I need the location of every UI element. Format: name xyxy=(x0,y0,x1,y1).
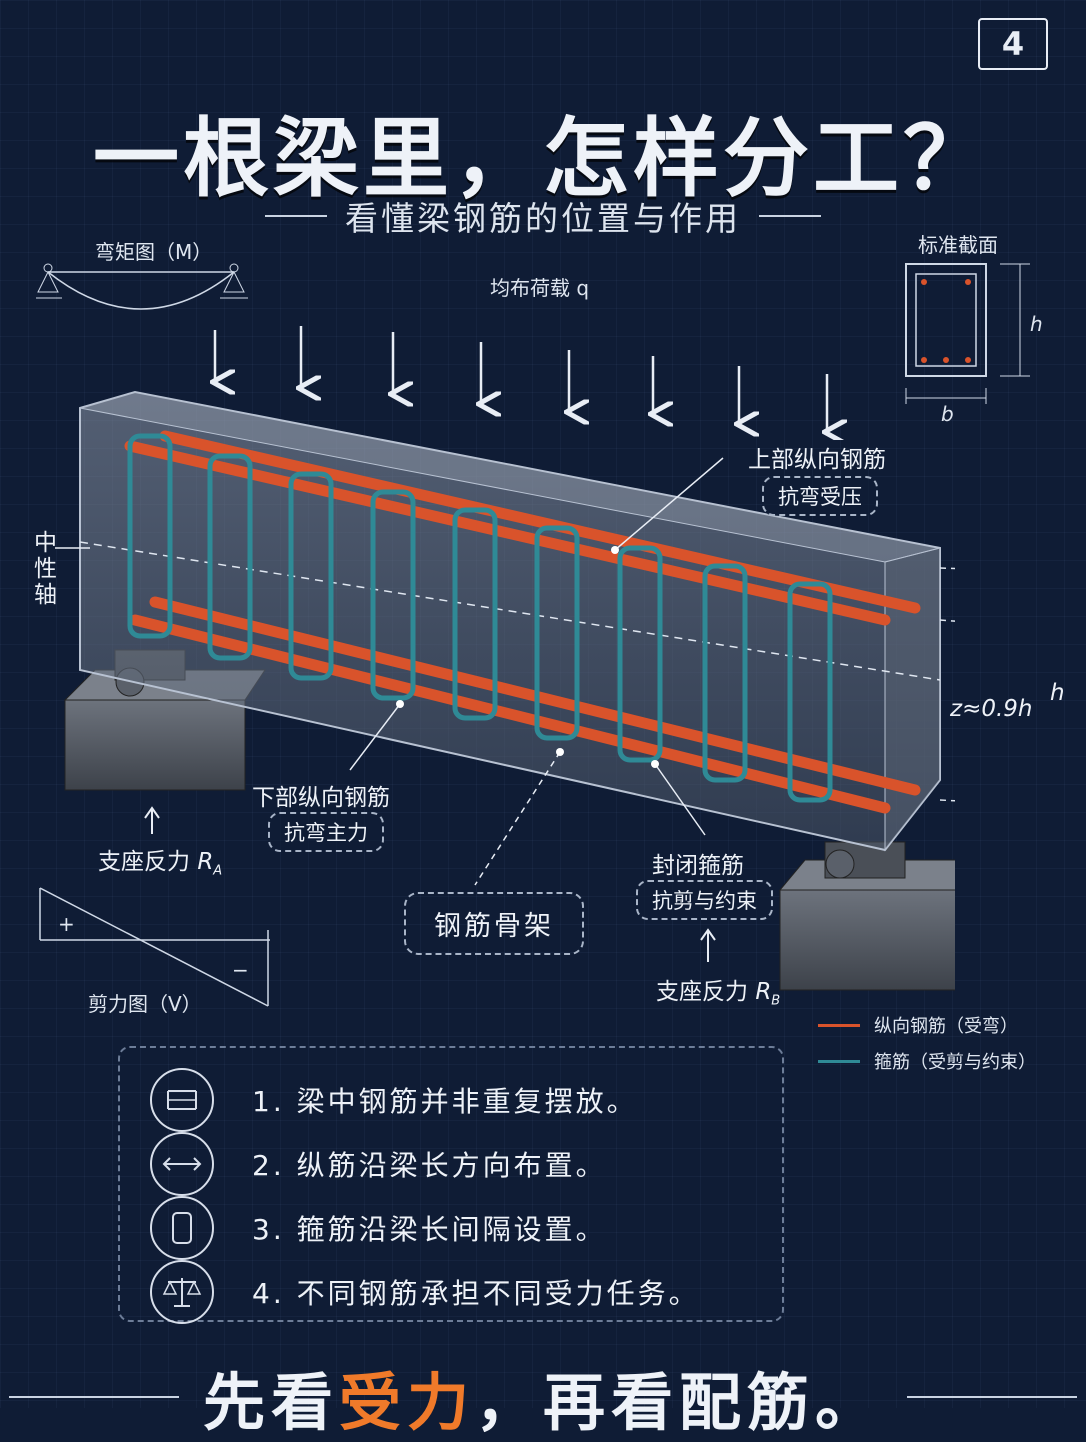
support-a-arrow xyxy=(144,806,160,834)
stirrup-tag: 抗剪与约束 xyxy=(636,880,773,920)
support-b-reaction-label: 支座反力 RB xyxy=(656,972,780,1009)
moment-diagram-label: 弯矩图（M） xyxy=(95,240,213,264)
section-title: 标准截面 xyxy=(918,233,998,257)
rebar-cage-tag: 钢筋骨架 xyxy=(404,892,584,955)
support-a-reaction-label: 支座反力 RA xyxy=(98,842,222,879)
legend-item-stirrup: 箍筋（受剪与约束） xyxy=(818,1048,1036,1074)
footer-part-1: 先看 xyxy=(202,1366,339,1439)
legend: 纵向钢筋（受弯） 箍筋（受剪与约束） xyxy=(818,1012,1036,1074)
legend-label-stirrup: 箍筋（受剪与约束） xyxy=(874,1052,1036,1073)
support-a-symbol: R xyxy=(197,849,214,875)
note-text-2: 2. 纵筋沿梁长方向布置。 xyxy=(252,1149,607,1182)
footer-left-rule xyxy=(8,1396,179,1398)
top-bar-label: 上部纵向钢筋 xyxy=(748,447,886,473)
support-b-subscript: B xyxy=(771,993,781,1009)
beam-height-label: h xyxy=(1050,680,1065,706)
legend-swatch-stirrup xyxy=(818,1059,860,1063)
footer-slogan-row: 先看受力，再看配筋。 xyxy=(0,1352,1086,1442)
neutral-axis-char-3: 轴 xyxy=(34,582,57,608)
top-bar-tag: 抗弯受压 xyxy=(762,476,878,516)
support-a-text: 支座反力 xyxy=(98,849,190,875)
page-title: 一根梁里，怎样分工？ xyxy=(93,109,993,209)
closed-stirrups xyxy=(127,433,833,803)
footer-right-rule xyxy=(907,1396,1078,1398)
legend-item-longitudinal: 纵向钢筋（受弯） xyxy=(818,1012,1036,1038)
load-arrows xyxy=(195,326,855,440)
rc-beam-illustration xyxy=(55,390,955,991)
shear-diagram xyxy=(39,887,270,1007)
stirrup-label: 封闭箍筋 xyxy=(652,853,744,879)
support-b-symbol: R xyxy=(755,979,772,1005)
subtitle-row: 看懂梁钢筋的位置与作用 xyxy=(0,192,1086,240)
support-b-text: 支座反力 xyxy=(656,979,748,1005)
support-b xyxy=(778,841,955,991)
section-width-label: b xyxy=(941,402,954,426)
footer-part-2: ，再看配筋。 xyxy=(475,1366,884,1439)
section-height-label: h xyxy=(1030,312,1043,336)
neutral-axis-char-2: 性 xyxy=(34,556,57,582)
support-b-arrow xyxy=(700,928,716,962)
page-subtitle: 看懂梁钢筋的位置与作用 xyxy=(345,199,741,238)
shear-negative-sign: − xyxy=(232,958,249,982)
neutral-axis-char-1: 中 xyxy=(34,530,57,556)
top-longitudinal-bars xyxy=(124,430,921,626)
bottom-bar-label: 下部纵向钢筋 xyxy=(252,785,390,811)
note-item-1: 1. 梁中钢筋并非重复摆放。 xyxy=(150,1068,638,1132)
double-arrow-icon xyxy=(150,1132,214,1196)
lever-arm-label: z≈0.9h xyxy=(950,696,1033,722)
note-text-1: 1. 梁中钢筋并非重复摆放。 xyxy=(252,1085,638,1118)
subtitle-right-rule xyxy=(759,215,821,217)
page-number-badge: 4 xyxy=(978,18,1048,70)
support-a-subscript: A xyxy=(213,863,223,879)
legend-swatch-longitudinal xyxy=(818,1023,860,1027)
neutral-axis-label: 中 性 轴 xyxy=(34,530,57,608)
footer-accent: 受力 xyxy=(338,1366,475,1439)
note-item-3: 3. 箍筋沿梁长间隔设置。 xyxy=(150,1196,607,1260)
note-text-4: 4. 不同钢筋承担不同受力任务。 xyxy=(252,1277,700,1310)
balance-scale-icon xyxy=(150,1260,214,1324)
i-beam-icon xyxy=(150,1068,214,1132)
notes-panel: 1. 梁中钢筋并非重复摆放。 2. 纵筋沿梁长方向布置。 3. 箍筋沿梁长间隔设… xyxy=(118,1046,784,1324)
moment-diagram xyxy=(36,263,248,310)
note-text-3: 3. 箍筋沿梁长间隔设置。 xyxy=(252,1213,607,1246)
stirrup-icon xyxy=(150,1196,214,1260)
note-item-4: 4. 不同钢筋承担不同受力任务。 xyxy=(150,1260,700,1324)
uniform-load-label: 均布荷载 q xyxy=(490,276,590,300)
shear-positive-sign: + xyxy=(58,912,75,936)
footer-slogan: 先看受力，再看配筋。 xyxy=(203,1352,883,1442)
legend-label-longitudinal: 纵向钢筋（受弯） xyxy=(874,1016,1018,1037)
shear-diagram-label: 剪力图（V） xyxy=(88,992,202,1016)
cross-section-diagram xyxy=(905,263,1030,404)
bottom-bar-tag: 抗弯主力 xyxy=(268,812,384,852)
note-item-2: 2. 纵筋沿梁长方向布置。 xyxy=(150,1132,607,1196)
subtitle-left-rule xyxy=(265,215,327,217)
